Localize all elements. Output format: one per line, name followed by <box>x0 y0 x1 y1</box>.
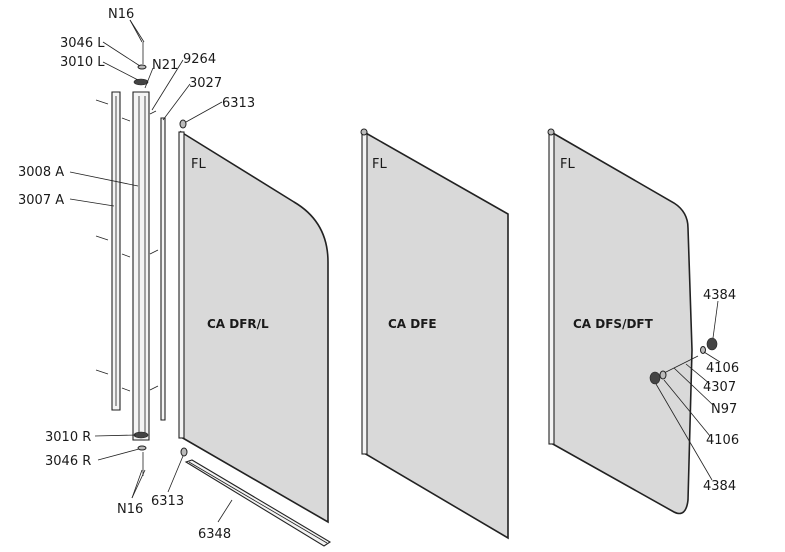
label-n21: N21 <box>152 58 178 73</box>
glass-panel-1 <box>180 130 329 524</box>
cap-3010r <box>133 431 149 439</box>
panel-1-fl: FL <box>191 157 206 172</box>
leader-lines <box>69 19 721 523</box>
cap-3046r <box>137 445 147 451</box>
panel-2-code: CA DFE <box>388 317 437 331</box>
bracket-6313-bottom <box>180 447 188 457</box>
label-n16-bottom: N16 <box>117 502 143 517</box>
label-4106-top: 4106 <box>706 361 739 376</box>
wall-screws <box>95 99 159 392</box>
label-4307: 4307 <box>703 380 736 395</box>
profile-3008a <box>132 91 150 441</box>
panel-3-fl: FL <box>560 157 575 172</box>
label-3008a: 3008 A <box>18 165 64 180</box>
wall-profile-assembly <box>95 42 166 476</box>
panel-3-code: CA DFS/DFT <box>573 317 654 331</box>
label-6313-bottom: 6313 <box>151 494 184 509</box>
label-4106-bottom: 4106 <box>706 433 739 448</box>
label-3046l: 3046 L <box>60 36 105 51</box>
label-6313-top: 6313 <box>222 96 255 111</box>
knob-assembly <box>649 337 718 385</box>
label-n16-top: N16 <box>108 7 134 22</box>
label-3010r: 3010 R <box>45 430 91 445</box>
label-3027: 3027 <box>189 76 222 91</box>
bracket-6313-top <box>179 119 187 129</box>
label-4384-top: 4384 <box>703 288 736 303</box>
seal-3027 <box>160 117 166 421</box>
part-labels: N16 3046 L 3010 L N21 9264 3027 6313 300… <box>18 7 739 542</box>
label-n97: N97 <box>711 402 737 417</box>
label-3046r: 3046 R <box>45 454 91 469</box>
panel-ca-dfs-dft: FL CA DFS/DFT <box>547 128 718 515</box>
knob-4384-right <box>706 337 718 351</box>
label-4384-bottom: 4384 <box>703 479 736 494</box>
glass-panel-3 <box>550 130 693 515</box>
label-9264: 9264 <box>183 52 216 67</box>
panel-2-fl: FL <box>372 157 387 172</box>
knob-4384-left <box>649 371 661 385</box>
label-3007a: 3007 A <box>18 193 64 208</box>
cap-3010l <box>133 78 149 86</box>
panel-ca-dfe: FL CA DFE <box>360 128 509 540</box>
washer-4106-left <box>659 370 667 380</box>
label-3010l: 3010 L <box>60 55 105 70</box>
panel-ca-dfr-l: FL CA DFR/L <box>178 119 332 547</box>
label-6348: 6348 <box>198 527 231 542</box>
glass-panel-2 <box>363 130 509 540</box>
panel-1-code: CA DFR/L <box>207 317 269 331</box>
